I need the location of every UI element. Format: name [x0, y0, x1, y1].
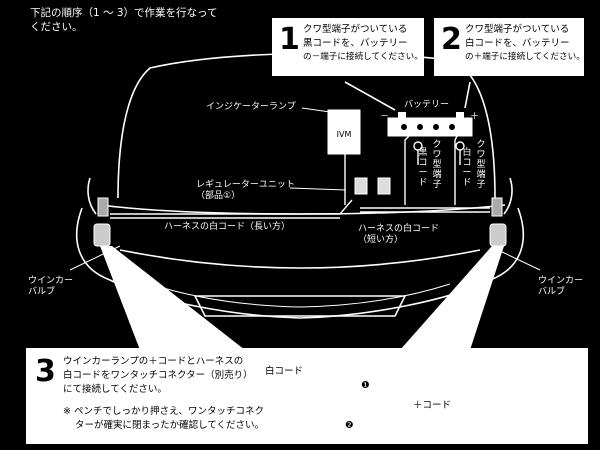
kuwa-terminals [413, 141, 465, 165]
winker-bulb-left [93, 197, 111, 247]
unit-mark: IVM [337, 130, 352, 139]
detail-step-1-marker: ❶ [361, 380, 370, 391]
winker-right-line-2: バルブ [538, 287, 566, 297]
detail-beams [100, 246, 504, 350]
kuwa-white-label: クワ型端子 [476, 140, 486, 190]
harness-short-line-2: （短い方） [358, 235, 404, 245]
intro-line-2: ください。 [30, 21, 83, 33]
step-arrows [344, 81, 471, 111]
step-3-note-2: ターが確実に閉まったか確認してください。 [75, 420, 265, 431]
harness-short-line-1: ハーネスの白コード [358, 224, 440, 234]
winker-right-line-1: ウインカー [538, 276, 584, 286]
step-2-line-1: クワ型端子がついている [465, 24, 570, 35]
battery-plus-label: ＋ [470, 112, 480, 122]
step-1-line-3: の－端子に接続してください。 [303, 52, 423, 62]
winker-bulb-right [489, 197, 507, 247]
step-3-line-1: ウインカーランプの＋コードとハーネスの [63, 356, 244, 367]
kuwa-black-label: クワ型端子 [432, 140, 442, 190]
step-2-box: 2 クワ型端子がついている 白コードを、バッテリー の＋端子に接続してください。 [434, 18, 585, 76]
harness-long-label: ハーネスの白コード（長い方） [164, 222, 291, 232]
step-3-box: 3 ウインカーランプの＋コードとハーネスの 白コードをワンタッチコネクター（別売… [26, 348, 588, 444]
white-cord-label: 白コード [462, 148, 472, 188]
step-3-note-1: ※ ペンチでしっかり押さえ、ワンタッチコネク [63, 406, 264, 417]
indicator-lamp-label: インジケーターランプ [206, 102, 296, 112]
step-1-line-2: 黒コードを、バッテリー [303, 38, 408, 49]
intro-text: 下記の順序（1 ～ 3）で作業を行なって ください。 [30, 6, 218, 34]
step-2-line-2: 白コードを、バッテリー [465, 38, 570, 49]
step-2-line-3: の＋端子に接続してください。 [465, 52, 585, 62]
leader-lines [69, 107, 541, 271]
black-cord-label: 黒コード [418, 148, 428, 188]
detail-plus-cord-label: ＋コード [413, 400, 452, 411]
detail-white-cord-label: 白コード [265, 366, 304, 377]
battery-label: バッテリー [404, 100, 450, 110]
step-1-line-1: クワ型端子がついている [303, 24, 408, 35]
detail-step-2-marker: ❷ [345, 420, 354, 431]
battery-minus-label: － [380, 112, 390, 122]
battery [387, 112, 473, 137]
step-2-number: 2 [441, 22, 462, 57]
step-1-box: 1 クワ型端子がついている 黒コードを、バッテリー の－端子に接続してください。 [272, 18, 424, 76]
step-3-line-2: 白コードをワンタッチコネクター（別売り） [63, 370, 253, 381]
winker-left-line-2: バルブ [28, 287, 56, 297]
intro-line-1: 下記の順序（1 ～ 3）で作業を行なって [30, 7, 218, 19]
step-3-line-3: にて接続してください。 [63, 384, 167, 395]
regulator-label-line-1: レギュレーターユニット [196, 180, 295, 190]
connectors [354, 177, 391, 195]
regulator-label-line-2: （部品①） [196, 191, 241, 201]
step-3-number: 3 [35, 354, 56, 389]
winker-left-line-1: ウインカー [28, 276, 74, 286]
harness-short-label: ハーネスの白コード （短い方） [358, 224, 439, 246]
regulator-label: レギュレーターユニット （部品①） [196, 180, 295, 202]
regulator-unit: IVM [327, 109, 361, 155]
winker-right-label: ウインカー バルブ [538, 276, 583, 298]
step-1-number: 1 [279, 22, 300, 57]
winker-left-label: ウインカー バルブ [28, 276, 73, 298]
